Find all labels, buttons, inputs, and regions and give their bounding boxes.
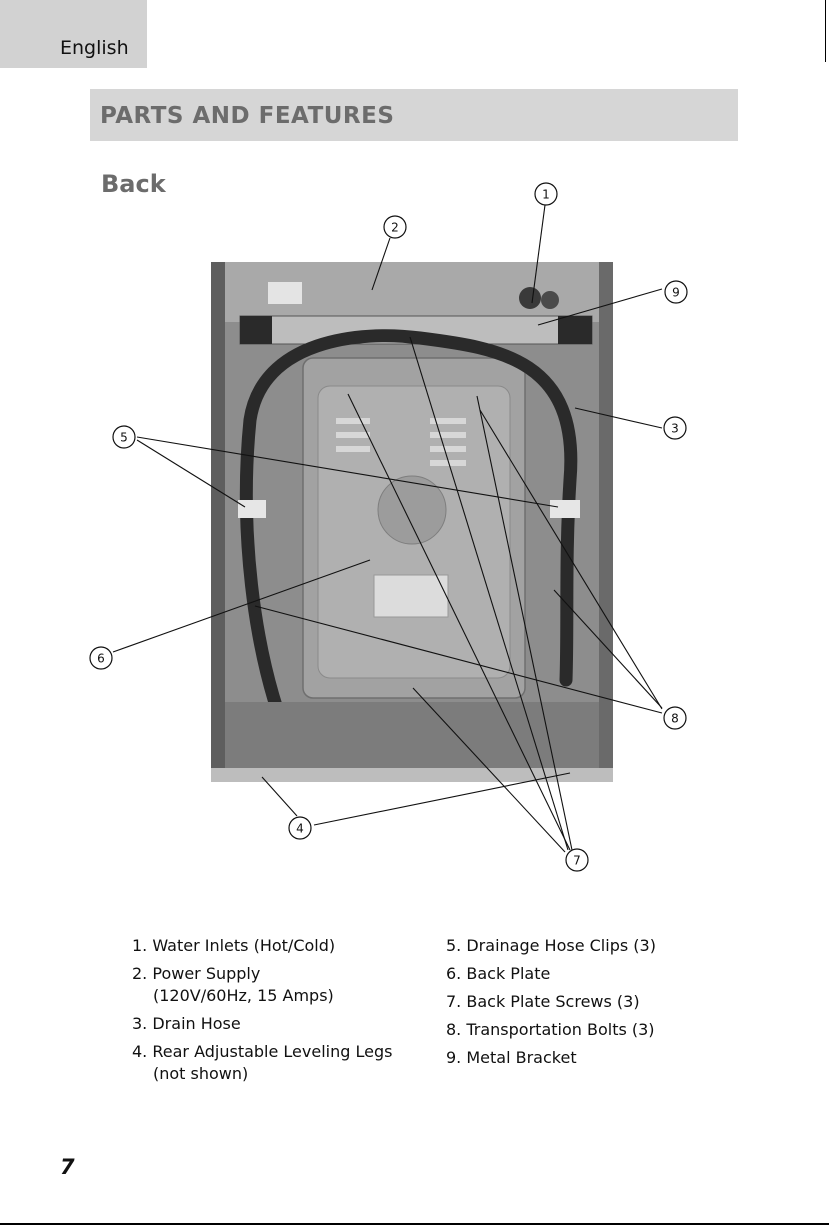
callout-5: 5 [113, 426, 135, 448]
item-number: 4. [132, 1042, 147, 1061]
list-item: 5. Drainage Hose Clips (3) [446, 935, 746, 957]
list-item: 4. Rear Adjustable Leveling Legs (not sh… [132, 1041, 422, 1085]
floor-strip [211, 768, 613, 782]
item-label: Drainage Hose Clips (3) [466, 936, 656, 955]
callout-1: 1 [535, 183, 557, 205]
item-number: 8. [446, 1020, 461, 1039]
callout-number: 5 [120, 431, 128, 445]
item-number: 2. [132, 964, 147, 983]
item-number: 7. [446, 992, 461, 1011]
bracket-left-block [240, 316, 272, 344]
item-number: 9. [446, 1048, 461, 1067]
cabinet-left-side [211, 262, 225, 782]
list-item: 7. Back Plate Screws (3) [446, 991, 746, 1013]
list-item: 6. Back Plate [446, 963, 746, 985]
item-label: Back Plate Screws (3) [466, 992, 639, 1011]
callout-8: 8 [664, 707, 686, 729]
item-number: 1. [132, 936, 147, 955]
appliance-back-diagram: 1 2 3 4 5 6 7 8 9 [0, 0, 829, 900]
callout-number: 7 [573, 854, 581, 868]
hose-clip [550, 500, 580, 518]
item-detail: (120V/60Hz, 15 Amps) [132, 985, 422, 1007]
callout-number: 6 [97, 652, 105, 666]
item-label: Back Plate [466, 964, 550, 983]
cabinet-right-side [599, 262, 613, 782]
callout-7: 7 [566, 849, 588, 871]
parts-list-right: 5. Drainage Hose Clips (3) 6. Back Plate… [446, 935, 746, 1075]
item-label: Drain Hose [152, 1014, 240, 1033]
item-detail: (not shown) [132, 1063, 422, 1085]
callout-number: 2 [391, 221, 399, 235]
power-label [268, 282, 302, 304]
callout-number: 1 [542, 188, 550, 202]
callout-number: 4 [296, 822, 304, 836]
item-number: 6. [446, 964, 461, 983]
item-number: 3. [132, 1014, 147, 1033]
item-label: Rear Adjustable Leveling Legs [152, 1042, 392, 1061]
parts-list-left: 1. Water Inlets (Hot/Cold) 2. Power Supp… [132, 935, 422, 1091]
callout-2: 2 [384, 216, 406, 238]
list-item: 9. Metal Bracket [446, 1047, 746, 1069]
callout-number: 8 [671, 712, 679, 726]
list-item: 2. Power Supply (120V/60Hz, 15 Amps) [132, 963, 422, 1007]
list-item: 1. Water Inlets (Hot/Cold) [132, 935, 422, 957]
list-item: 8. Transportation Bolts (3) [446, 1019, 746, 1041]
back-plate-label [374, 575, 448, 617]
item-number: 5. [446, 936, 461, 955]
item-label: Transportation Bolts (3) [466, 1020, 654, 1039]
callout-4: 4 [289, 817, 311, 839]
bracket-right-block [558, 316, 592, 344]
water-inlet [541, 291, 559, 309]
hose-clip [238, 500, 266, 518]
water-inlet [519, 287, 541, 309]
callout-number: 3 [671, 422, 679, 436]
callout-6: 6 [90, 647, 112, 669]
callout-3: 3 [664, 417, 686, 439]
callout-9: 9 [665, 281, 687, 303]
callout-number: 9 [672, 286, 680, 300]
item-label: Water Inlets (Hot/Cold) [152, 936, 335, 955]
page-number: 7 [60, 1155, 75, 1179]
item-label: Metal Bracket [466, 1048, 576, 1067]
list-item: 3. Drain Hose [132, 1013, 422, 1035]
item-label: Power Supply [152, 964, 260, 983]
